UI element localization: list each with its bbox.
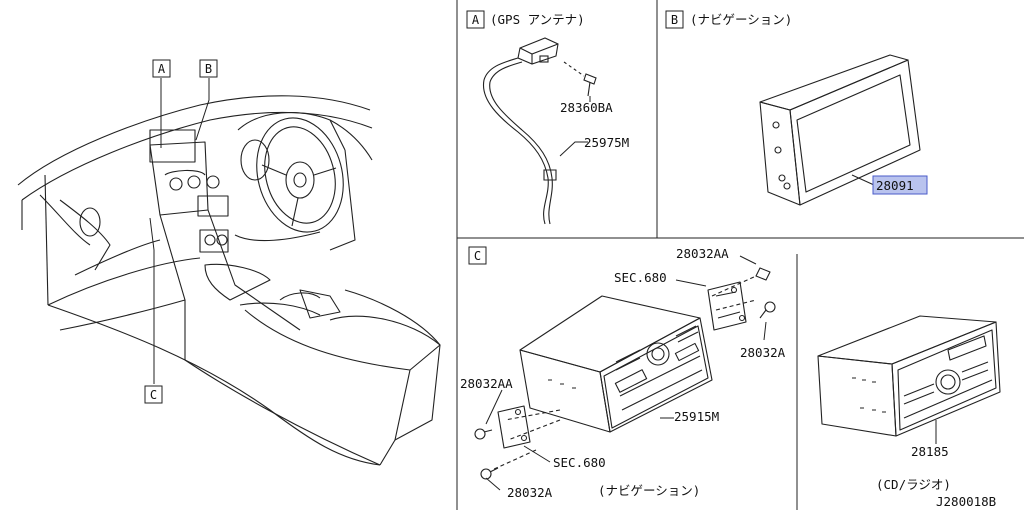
part-28032a-bottom: 28032A [507, 485, 553, 500]
callout-a-label: A [158, 62, 166, 76]
callout-c: C [144, 385, 163, 404]
part-25915m: 25915M [674, 409, 719, 424]
part-28032a-right: 28032A [740, 345, 786, 360]
navigation-display-illustration [759, 54, 921, 206]
panel-c-letter: C [474, 249, 481, 263]
panel-frame [456, 0, 1024, 510]
section-680-top: SEC.680 [614, 270, 667, 285]
callout-c-label: C [150, 388, 157, 402]
part-28091: 28091 [876, 178, 914, 193]
part-28091-highlight [872, 175, 928, 195]
brackets-and-screws [474, 267, 776, 480]
callout-b-label: B [205, 62, 212, 76]
caption-navigation: (ナビゲーション) [598, 483, 700, 498]
cd-radio-unit-illustration [817, 315, 1001, 437]
panel-a-letter: A [472, 13, 480, 27]
part-28360ba: 28360BA [560, 100, 613, 115]
gps-antenna-illustration [482, 37, 597, 225]
panel-b: B (ナビゲーション) 28091 [665, 10, 928, 206]
panel-b-letter: B [671, 13, 678, 27]
section-680-bottom: SEC.680 [553, 455, 606, 470]
callout-b: B [199, 59, 218, 78]
panel-a: A (GPS アンテナ) 28360BA 25975M [466, 10, 629, 225]
panel-b-title: (ナビゲーション) [690, 12, 792, 27]
part-28185: 28185 [911, 444, 949, 459]
panel-a-leaders [559, 96, 591, 157]
part-28032aa-left: 28032AA [460, 376, 513, 391]
part-28091-leader [851, 174, 875, 186]
panel-c-leaders [485, 255, 937, 491]
diagram-id: J280018B [936, 494, 996, 509]
part-28032aa-top: 28032AA [676, 246, 729, 261]
part-25975m: 25975M [584, 135, 629, 150]
caption-cd-radio: (CD/ラジオ) [876, 477, 951, 492]
head-unit-illustration [519, 295, 713, 433]
panel-c: C [460, 246, 1001, 500]
dashboard-illustration [17, 95, 441, 466]
callout-leaders [149, 78, 210, 384]
callout-a: A [152, 59, 171, 78]
panel-a-title: (GPS アンテナ) [490, 12, 585, 27]
